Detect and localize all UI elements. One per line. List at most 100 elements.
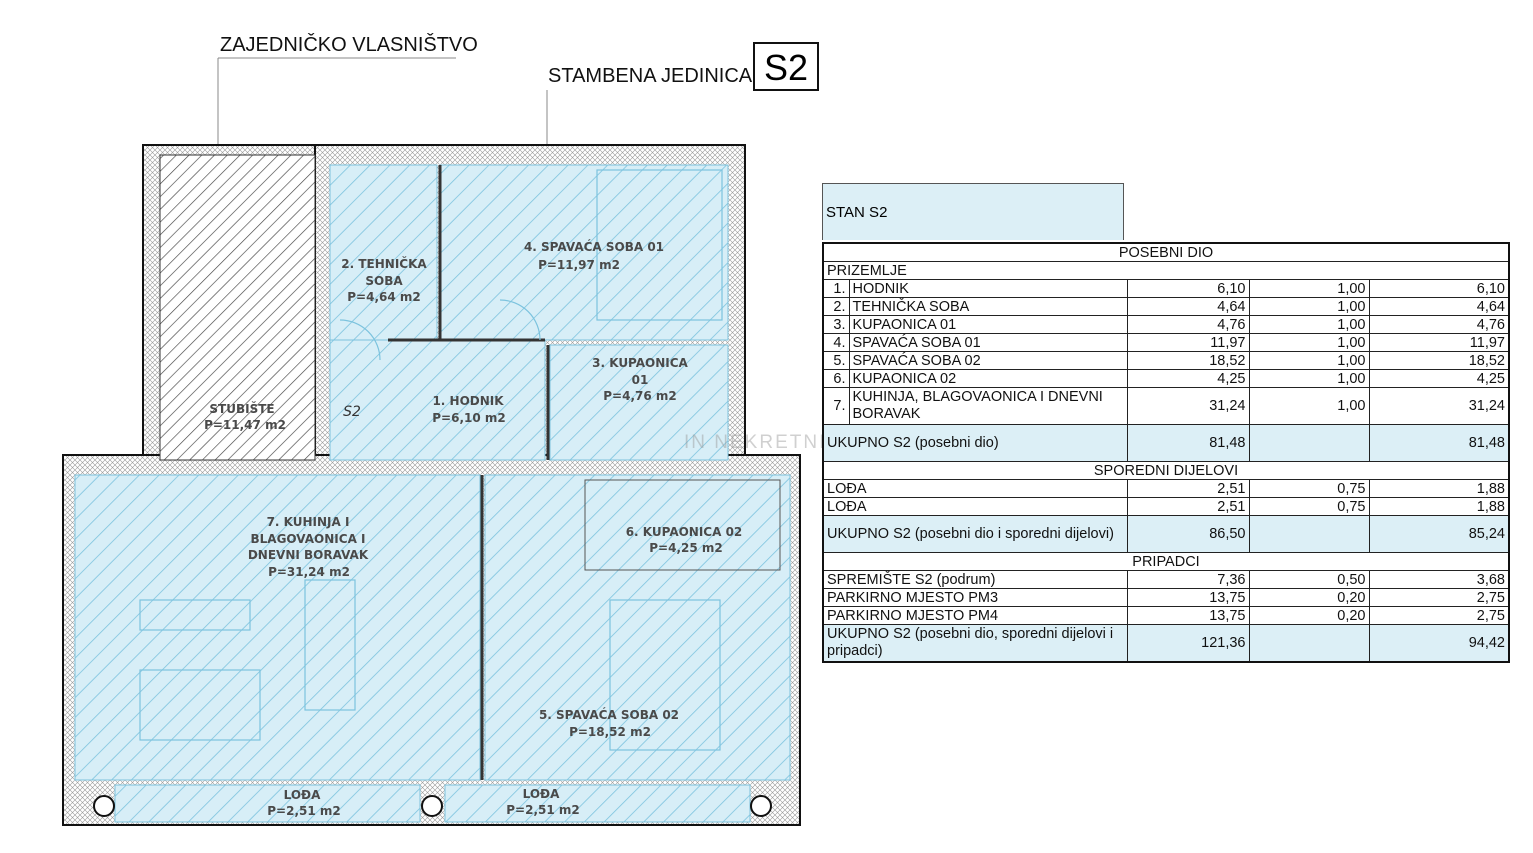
- table-cell: 4,25: [1126, 369, 1250, 388]
- room-label: LOĐA: [284, 788, 321, 802]
- section-header: POSEBNI DIO: [822, 242, 1510, 262]
- column-icon: [421, 795, 443, 817]
- floor-plan: ZAJEDNIČKO VLASNIŠTVO STAMBENA JEDINICA …: [62, 33, 819, 826]
- table-cell: 1,00: [1248, 369, 1370, 388]
- unit-code-box: [753, 42, 819, 91]
- room-label: STUBIŠTE: [209, 401, 274, 416]
- room-label: DNEVNI BORAVAK: [248, 548, 369, 562]
- table-cell: 4,25: [1368, 369, 1510, 388]
- table-row: 7.KUHINJA, BLAGOVAONICA I DNEVNI BORAVAK…: [822, 387, 1510, 425]
- section-header: PRIPADCI: [822, 552, 1510, 571]
- column-icon: [750, 795, 772, 817]
- table-cell: 1,00: [1248, 297, 1370, 316]
- table-cell: SPREMIŠTE S2 (podrum): [822, 570, 1128, 589]
- room-area: P=6,10 m2: [432, 411, 506, 425]
- room-label: LOĐA: [523, 787, 560, 801]
- table-cell: 1,00: [1248, 279, 1370, 298]
- table-cell: LOĐA: [822, 479, 1128, 498]
- residential-unit-label: STAMBENA JEDINICA: [548, 65, 753, 87]
- table-cell: KUPAONICA 01: [848, 315, 1128, 334]
- table-cell: KUHINJA, BLAGOVAONICA I DNEVNI BORAVAK: [848, 387, 1128, 425]
- room-bedroom-01: [439, 164, 729, 341]
- door-tag: S2: [343, 404, 361, 420]
- room-kitchen-living: [74, 474, 481, 781]
- room-hallway: [329, 339, 546, 461]
- floor-label: PRIZEMLJE: [822, 261, 1510, 280]
- room-area: P=18,52 m2: [569, 725, 651, 739]
- section-header: SPOREDNI DIJELOVI: [822, 461, 1510, 480]
- table-cell: LOĐA: [822, 497, 1128, 516]
- table-cell: 11,97: [1368, 333, 1510, 352]
- table-cell: 0,50: [1248, 570, 1370, 589]
- table-cell: 4,64: [1126, 297, 1250, 316]
- table-cell: 31,24: [1126, 387, 1250, 425]
- room-area: P=31,24 m2: [268, 565, 350, 579]
- table-cell: KUPAONICA 02: [848, 369, 1128, 388]
- table-cell: 2,51: [1126, 497, 1250, 516]
- room-loggia-2: [444, 784, 751, 823]
- room-label: SOBA: [365, 274, 403, 288]
- table-cell: 2,51: [1126, 479, 1250, 498]
- room-label: 2. TEHNIČKA: [341, 256, 427, 271]
- room-label: 6. KUPAONICA 02: [626, 525, 743, 539]
- room-area: P=4,76 m2: [603, 389, 677, 403]
- table-cell: 1,00: [1248, 351, 1370, 370]
- room-area: P=2,51 m2: [506, 803, 580, 817]
- table-cell: 2,75: [1368, 606, 1510, 625]
- room-area: P=4,25 m2: [649, 541, 723, 555]
- table-cell: 1,00: [1248, 315, 1370, 334]
- table-cell: PARKIRNO MJESTO PM3: [822, 588, 1128, 607]
- table-cell: 0,20: [1248, 606, 1370, 625]
- room-label: 1. HODNIK: [432, 394, 504, 408]
- room-label: 4. SPAVAĆA SOBA 01: [524, 239, 664, 254]
- room-area: P=4,64 m2: [347, 290, 421, 304]
- table-cell: 13,75: [1126, 588, 1250, 607]
- room-area: P=11,47 m2: [204, 418, 286, 432]
- unit-code: S2: [764, 47, 808, 88]
- table-cell: 6,10: [1368, 279, 1510, 298]
- room-stairwell: [159, 154, 316, 461]
- table-cell: 4.: [822, 333, 850, 352]
- room-area: P=2,51 m2: [267, 804, 341, 818]
- table-cell: 3,68: [1368, 570, 1510, 589]
- table-cell: 0,75: [1248, 497, 1370, 516]
- room-bathroom-02: [584, 479, 781, 571]
- table-cell: 0,75: [1248, 479, 1370, 498]
- table-cell: 6.: [822, 369, 850, 388]
- table-cell: 18,52: [1126, 351, 1250, 370]
- table-cell: 7,36: [1126, 570, 1250, 589]
- room-label: 5. SPAVAĆA SOBA 02: [539, 707, 679, 722]
- table-cell: PARKIRNO MJESTO PM4: [822, 606, 1128, 625]
- table-cell: 1,00: [1248, 333, 1370, 352]
- furniture: [139, 169, 723, 751]
- room-area: P=11,97 m2: [538, 258, 620, 272]
- table-cell: 18,52: [1368, 351, 1510, 370]
- table-title: STAN S2: [822, 183, 1124, 240]
- room-label: 7. KUHINJA I: [267, 515, 350, 529]
- table-cell: 4,64: [1368, 297, 1510, 316]
- room-label: BLAGOVAONICA I: [250, 532, 365, 546]
- table-cell: 1,88: [1368, 497, 1510, 516]
- table-cell: 4,76: [1368, 315, 1510, 334]
- room-label: 01: [632, 373, 649, 387]
- table-cell: HODNIK: [848, 279, 1128, 298]
- table-cell: 2.: [822, 297, 850, 316]
- table-cell: 0,20: [1248, 588, 1370, 607]
- table-cell: 1,00: [1248, 387, 1370, 425]
- common-ownership-label: ZAJEDNIČKO VLASNIŠTVO: [220, 33, 478, 56]
- column-icon: [93, 795, 115, 817]
- room-loggia-1: [114, 784, 421, 823]
- table-cell: 5.: [822, 351, 850, 370]
- table-cell: 11,97: [1126, 333, 1250, 352]
- table-cell: TEHNIČKA SOBA: [848, 297, 1128, 316]
